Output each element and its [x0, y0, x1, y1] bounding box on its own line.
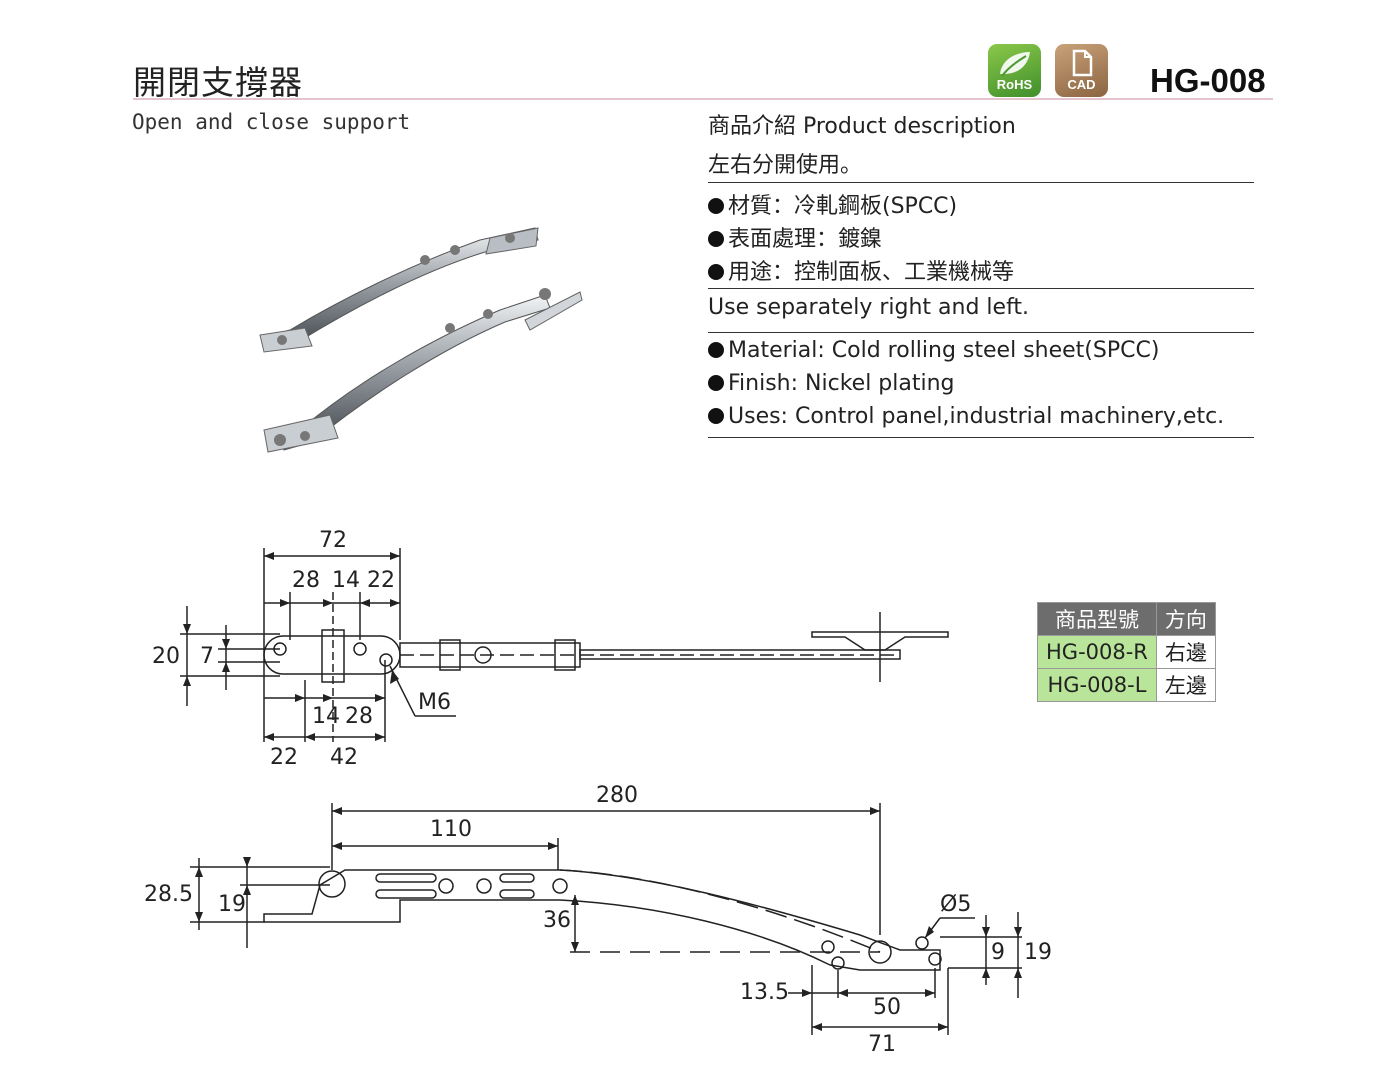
cad-badge: CAD: [1055, 44, 1108, 97]
spec-en-text: Material: Cold rolling steel sheet(SPCC): [728, 338, 1160, 363]
bullet-icon: [708, 264, 724, 280]
table-header-row: 商品型號 方向: [1037, 602, 1216, 636]
spec-cn-text: 用途：控制面板、工業機械等: [728, 260, 1015, 285]
spec-en-text: Uses: Control panel,industrial machinery…: [728, 404, 1225, 429]
dim-label: 20: [152, 644, 180, 669]
dim-label: 28: [292, 568, 320, 593]
divider: [708, 332, 1254, 333]
cad-label: CAD: [1067, 77, 1096, 92]
table-cell: 右邊: [1155, 635, 1216, 669]
dim-label: 28.5: [144, 882, 193, 907]
description-note-en: Use separately right and left.: [708, 295, 1030, 320]
divider: [708, 437, 1254, 438]
dim-label: 14: [332, 568, 360, 593]
title-divider: [133, 98, 1273, 100]
spec-cn-text: 材質：冷軋鋼板(SPCC): [728, 194, 958, 219]
spec-en-text: Finish: Nickel plating: [728, 371, 955, 396]
dim-label: 22: [270, 745, 298, 770]
page-title-cn: 開閉支撐器: [133, 63, 303, 102]
document-icon: [1072, 49, 1093, 77]
spec-cn-text: 表面處理：鍍鎳: [728, 227, 883, 252]
dim-label: Ø5: [940, 892, 972, 917]
dim-label: 22: [367, 568, 395, 593]
spec-cn-item: 表面處理：鍍鎳: [708, 221, 882, 253]
dim-label: 14: [312, 704, 340, 729]
dim-label: 19: [1024, 940, 1052, 965]
divider: [708, 288, 1254, 289]
model-table: 商品型號 方向 HG-008-R 右邊 HG-008-L 左邊: [1037, 602, 1216, 702]
description-note-cn: 左右分開使用。: [708, 153, 863, 178]
dim-label: 50: [873, 995, 901, 1020]
table-header-cell: 商品型號: [1037, 602, 1157, 636]
dim-label: 9: [991, 940, 1005, 965]
dim-label: 71: [868, 1032, 896, 1057]
dim-label: 42: [330, 745, 358, 770]
spec-cn-item: 用途：控制面板、工業機械等: [708, 254, 1014, 286]
table-header-cell: 方向: [1155, 602, 1216, 636]
model-number: HG-008: [1150, 62, 1266, 99]
leaf-icon: [1000, 52, 1030, 77]
spec-en-item: Material: Cold rolling steel sheet(SPCC): [708, 338, 1159, 363]
dim-label: 28: [345, 704, 373, 729]
bullet-icon: [708, 231, 724, 247]
divider: [708, 182, 1254, 183]
bullet-icon: [708, 198, 724, 214]
rohs-badge: RoHS: [988, 44, 1041, 97]
spec-en-item: Finish: Nickel plating: [708, 371, 955, 396]
dim-label: 280: [596, 783, 638, 808]
table-row: HG-008-L 左邊: [1037, 668, 1216, 702]
spec-cn-item: 材質：冷軋鋼板(SPCC): [708, 188, 957, 220]
dim-label: 72: [319, 528, 347, 553]
description-heading: 商品介紹 Product description: [708, 114, 1016, 139]
spec-en-item: Uses: Control panel,industrial machinery…: [708, 404, 1224, 429]
dim-label: 110: [430, 817, 472, 842]
bullet-icon: [708, 342, 724, 358]
dim-label: 19: [218, 892, 246, 917]
side-view-drawing: [190, 803, 1022, 1035]
bullet-icon: [708, 375, 724, 391]
product-photo: [259, 227, 583, 453]
dim-label: 7: [200, 644, 214, 669]
rohs-label: RoHS: [996, 77, 1033, 92]
dim-label: 13.5: [740, 980, 789, 1005]
table-row: HG-008-R 右邊: [1037, 635, 1216, 669]
page-title-en: Open and close support: [132, 110, 411, 134]
table-cell: 左邊: [1155, 668, 1216, 702]
bullet-icon: [708, 408, 724, 424]
table-cell: HG-008-L: [1037, 668, 1157, 702]
dim-label: 36: [543, 908, 571, 933]
table-cell: HG-008-R: [1037, 635, 1157, 669]
dim-label: M6: [418, 690, 451, 715]
